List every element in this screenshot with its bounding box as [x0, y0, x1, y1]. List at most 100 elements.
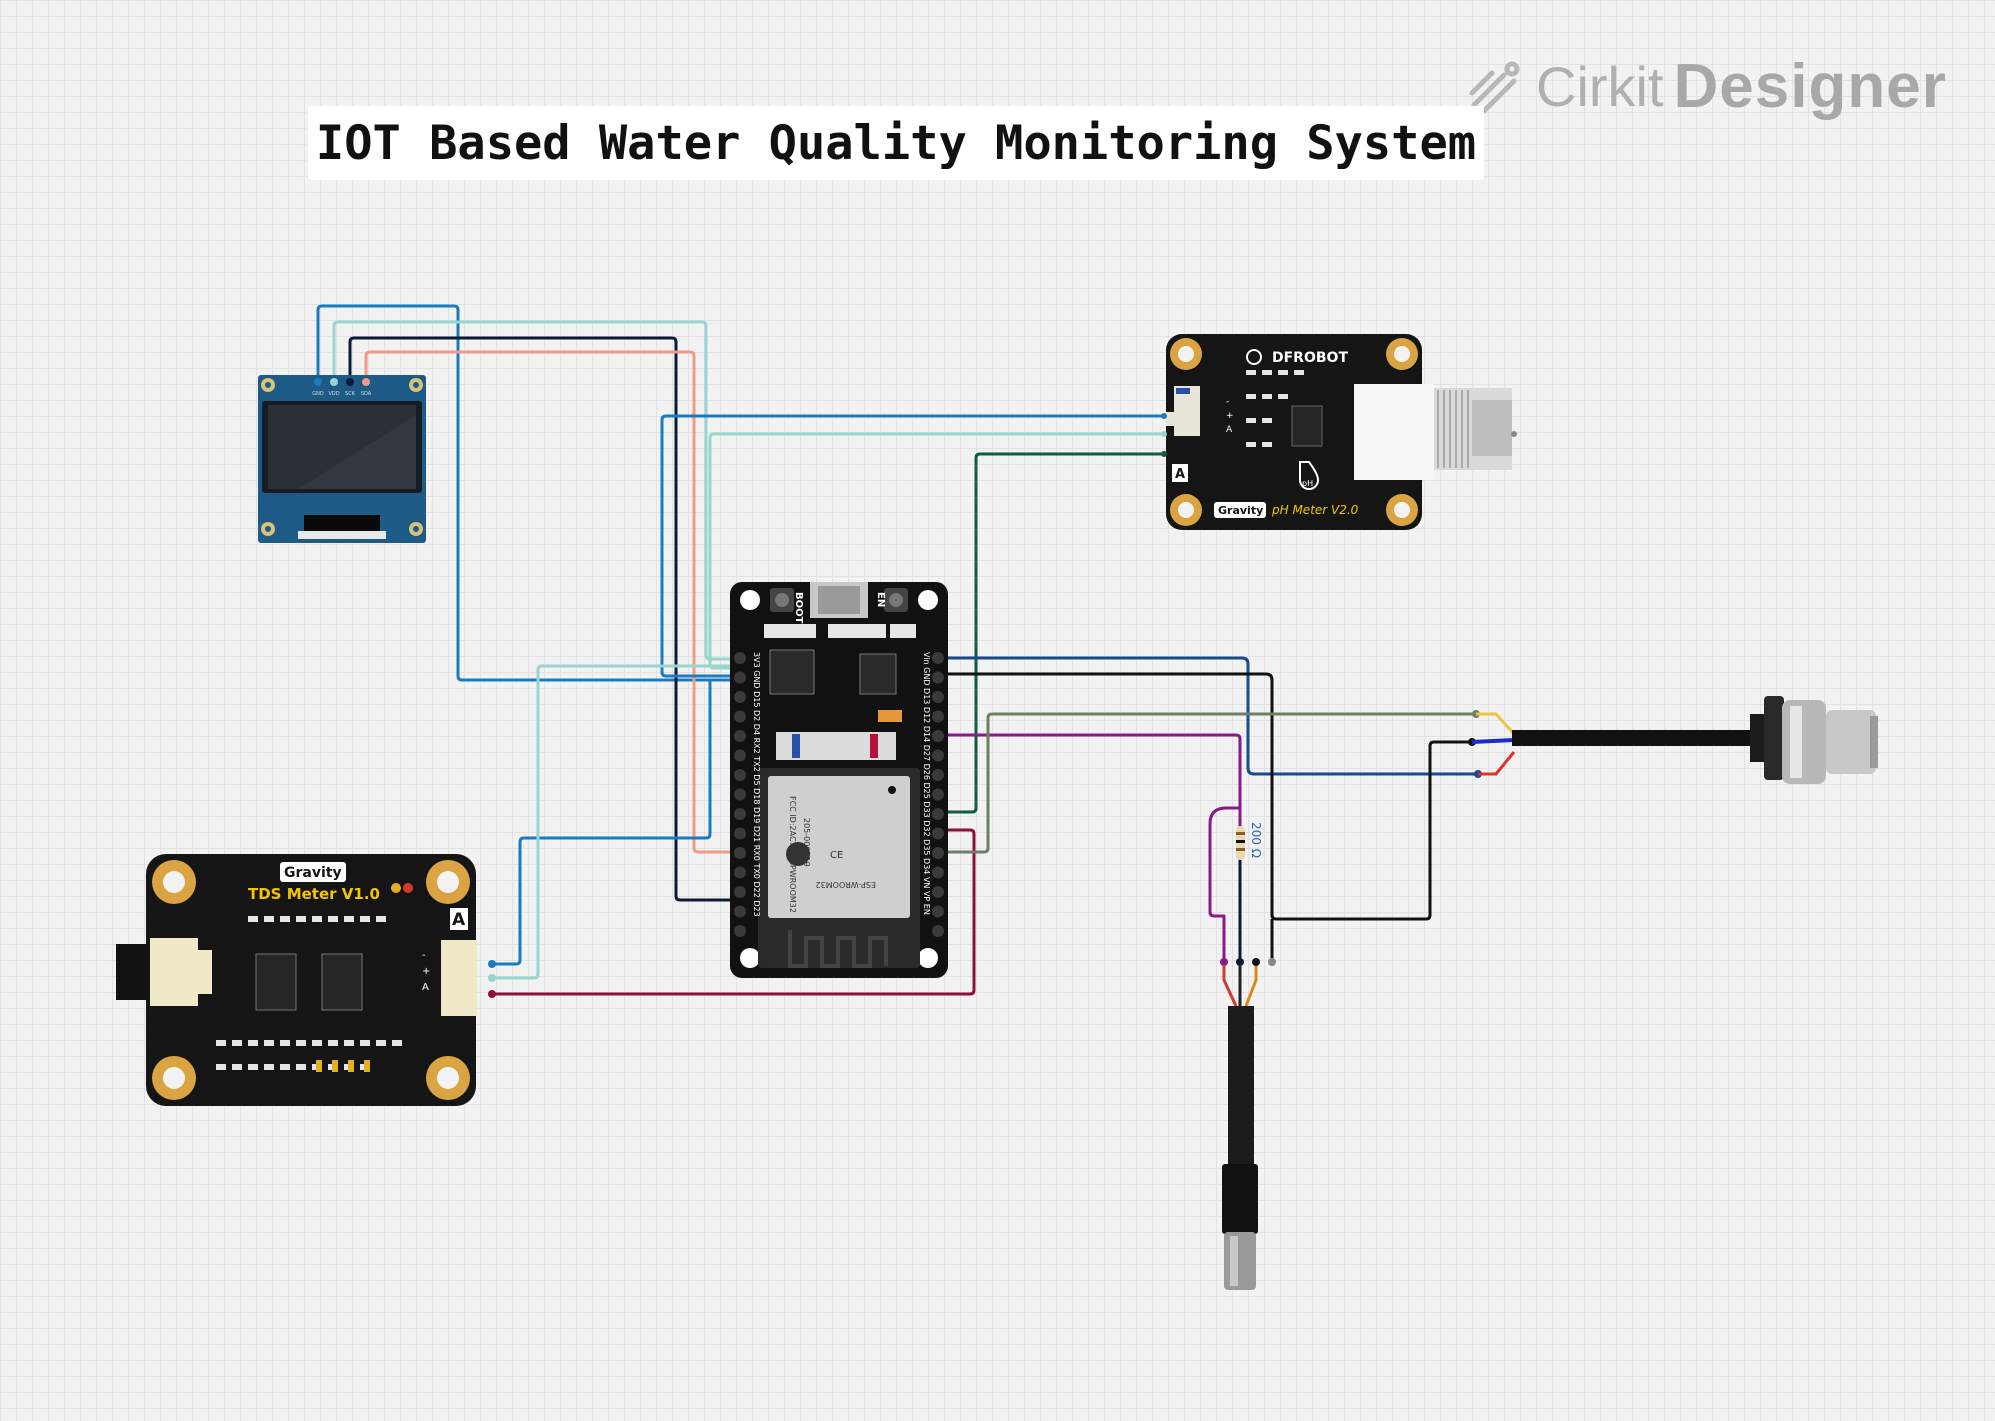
oled-display[interactable]: GND VDD SCK SDA: [258, 375, 426, 543]
esp32-pin-d32[interactable]: [932, 827, 944, 840]
esp32-pin-d26[interactable]: [932, 769, 944, 781]
tds-pin-label: A: [422, 982, 429, 993]
esp32-pin-3v3[interactable]: [734, 652, 746, 664]
esp32-pin-d21[interactable]: [734, 847, 746, 859]
esp32-pin-d35[interactable]: [932, 847, 944, 859]
ph-maker-label: DFROBOT: [1272, 350, 1348, 366]
brand-word-cirkit: Cirkit: [1536, 54, 1664, 118]
wire-tds-vcc[interactable]: [492, 664, 740, 980]
tds-pin-label: -: [422, 950, 426, 961]
wire-temp-data-probe[interactable]: [1208, 806, 1240, 962]
tds-pin-signal[interactable]: [488, 990, 496, 998]
esp32-pin-gnd[interactable]: [734, 671, 746, 684]
ph-pin-label: -: [1226, 397, 1229, 407]
ph-meter-board[interactable]: DFROBOT - + A A pH Gravity pH: [1161, 334, 1422, 530]
esp32-devkit[interactable]: BOOT EN FCC ID:2AC7Z-ESPWROOM32 205-0005…: [730, 582, 948, 978]
wire-ph-vcc[interactable]: [708, 432, 1164, 670]
wire-ph-signal[interactable]: [938, 452, 1164, 814]
cirkit-designer-logo: Cirkit Designer: [1468, 50, 1947, 122]
wire-tds-signal[interactable]: [492, 828, 976, 996]
esp32-right-header[interactable]: [932, 652, 944, 937]
wire-oled-vdd[interactable]: [332, 320, 740, 661]
resistor-label: 200 Ω: [1249, 822, 1263, 858]
temperature-probe[interactable]: [1220, 958, 1276, 1290]
esp32-pin-gnd[interactable]: [932, 671, 944, 684]
oled-pin-vdd[interactable]: [330, 378, 338, 386]
esp32-left-header[interactable]: [734, 652, 746, 937]
esp32-pin-d15[interactable]: [734, 691, 746, 703]
esp32-pin-d13[interactable]: [932, 691, 944, 703]
esp32-pin-d14[interactable]: [932, 730, 944, 742]
esp32-pin-d18[interactable]: [734, 808, 746, 820]
diagram-title: IOT Based Water Quality Monitoring Syste…: [315, 115, 1477, 171]
oled-pin-sda[interactable]: [362, 378, 370, 386]
cirkit-logo-icon: [1469, 61, 1520, 114]
esp32-pin-vp[interactable]: [932, 905, 944, 918]
wroom-module: [768, 776, 910, 918]
oled-pin-label: GND: [312, 391, 324, 397]
oled-pin-gnd[interactable]: [314, 378, 322, 386]
ph-pin-signal[interactable]: [1161, 451, 1167, 457]
ph-series-label: Gravity: [1218, 504, 1263, 517]
esp32-right-pin-labels: Vin GND D13 D12 D14 D27 D26 D25 D33 D32 …: [922, 652, 931, 915]
wires: [316, 304, 1476, 996]
wire-oled-sda[interactable]: [364, 350, 740, 854]
esp32-pin-d23[interactable]: [734, 925, 746, 937]
esp32-pin-d2[interactable]: [734, 710, 746, 723]
esp32-pin-rx0[interactable]: [734, 866, 746, 879]
brand-word-designer: Designer: [1673, 51, 1947, 121]
wire-temp-data[interactable]: [938, 733, 1242, 808]
water-drop-icon: [1299, 461, 1320, 490]
ph-connector[interactable]: [1174, 386, 1200, 436]
tds-meter-board[interactable]: Gravity TDS Meter V1.0 A - + A: [116, 854, 496, 1106]
tds-series-label: Gravity: [284, 865, 342, 881]
esp32-pin-d27[interactable]: [932, 749, 944, 762]
wire-esp-vin[interactable]: [938, 656, 1476, 776]
boot-label: BOOT: [793, 592, 804, 624]
wire-pressure-olive[interactable]: [938, 712, 1474, 854]
tds-probe-connector[interactable]: [116, 944, 148, 1000]
tds-pin-gnd[interactable]: [488, 960, 496, 968]
esp32-pin-d5[interactable]: [734, 788, 746, 801]
esp32-pin-en[interactable]: [932, 925, 944, 937]
ce-mark: CE: [830, 850, 843, 861]
esp32-pin-d12[interactable]: [932, 710, 944, 723]
esp32-pin-d33[interactable]: [932, 808, 944, 820]
diagram-title-box: IOT Based Water Quality Monitoring Syste…: [308, 106, 1484, 180]
esp32-pin-d19[interactable]: [734, 827, 746, 840]
esp32-pin-d25[interactable]: [932, 788, 944, 801]
en-label: EN: [875, 592, 886, 607]
robot-icon: [1246, 349, 1262, 365]
esp32-pin-d22[interactable]: [734, 905, 746, 918]
ph-pin-label: A: [1226, 425, 1233, 435]
esp32-pin-rx2[interactable]: [734, 749, 746, 762]
bnc-connector[interactable]: [1354, 384, 1517, 480]
wire-oled-sck[interactable]: [348, 336, 740, 902]
ph-icon-label: pH: [1302, 479, 1313, 488]
esp32-pin-vin[interactable]: [932, 652, 944, 664]
wire-esp-gnd[interactable]: [938, 672, 1472, 921]
wire-oled-gnd[interactable]: [316, 304, 740, 682]
tds-connector[interactable]: [441, 940, 477, 1016]
esp32-pin-tx2[interactable]: [734, 769, 746, 781]
wire-ph-gnd[interactable]: [660, 414, 1164, 678]
tds-marker: A: [452, 910, 466, 930]
esp32-pin-d4[interactable]: [734, 730, 746, 742]
esp32-pin-tx0[interactable]: [734, 886, 746, 898]
ph-pin-gnd[interactable]: [1161, 413, 1167, 419]
probe-sensor[interactable]: [1468, 696, 1878, 784]
esp32-pin-d34[interactable]: [932, 866, 944, 879]
tds-pin-vcc[interactable]: [488, 974, 496, 982]
resistor[interactable]: 200 Ω: [1236, 808, 1263, 860]
esp32-pin-vn[interactable]: [932, 886, 944, 898]
oled-pin-sck[interactable]: [346, 378, 354, 386]
usb-uart-chip: [769, 649, 815, 695]
tds-board-label: TDS Meter V1.0: [248, 885, 380, 903]
ph-pin-vcc[interactable]: [1161, 431, 1167, 437]
ph-board-label: pH Meter V2.0: [1271, 503, 1359, 517]
esp32-left-pin-labels: 3V3 GND D15 D2 D4 RX2 TX2 D5 D18 D19 D21…: [752, 652, 761, 917]
ph-marker: A: [1175, 467, 1185, 482]
wire-tds-gnd[interactable]: [492, 678, 740, 966]
